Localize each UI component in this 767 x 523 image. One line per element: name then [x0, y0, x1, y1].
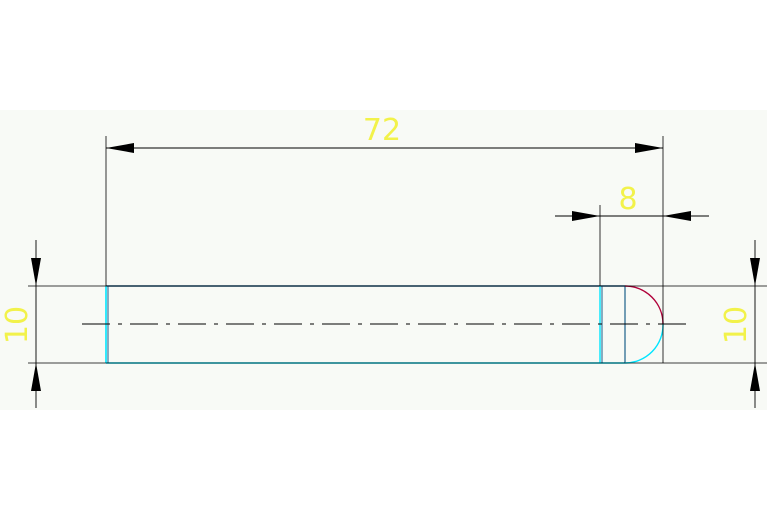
dimension-end-length: 8 — [555, 182, 709, 221]
arrowhead-72-right — [635, 143, 663, 153]
dim-text-72: 72 — [363, 113, 401, 148]
arrowhead-10-left-top — [31, 258, 41, 286]
arrowhead-72-left — [106, 143, 134, 153]
end-arc-top — [624, 285, 664, 325]
end-arc-bottom — [624, 323, 664, 364]
extension-lines — [28, 136, 767, 364]
dimension-diameter-right: 10 — [719, 240, 760, 408]
arrowhead-10-left-bottom — [31, 363, 41, 391]
arrowhead-10-right-top — [750, 258, 760, 286]
dimension-overall-length: 72 — [106, 113, 663, 153]
viewport-band — [0, 110, 767, 410]
arrowhead-8-left — [572, 211, 600, 221]
arrowhead-8-right — [663, 211, 691, 221]
dim-text-8: 8 — [618, 182, 637, 217]
dim-text-10-left: 10 — [0, 306, 35, 344]
dimension-diameter-left: 10 — [0, 240, 41, 408]
dim-text-10-right: 10 — [719, 306, 754, 344]
arrowhead-10-right-bottom — [750, 363, 760, 391]
